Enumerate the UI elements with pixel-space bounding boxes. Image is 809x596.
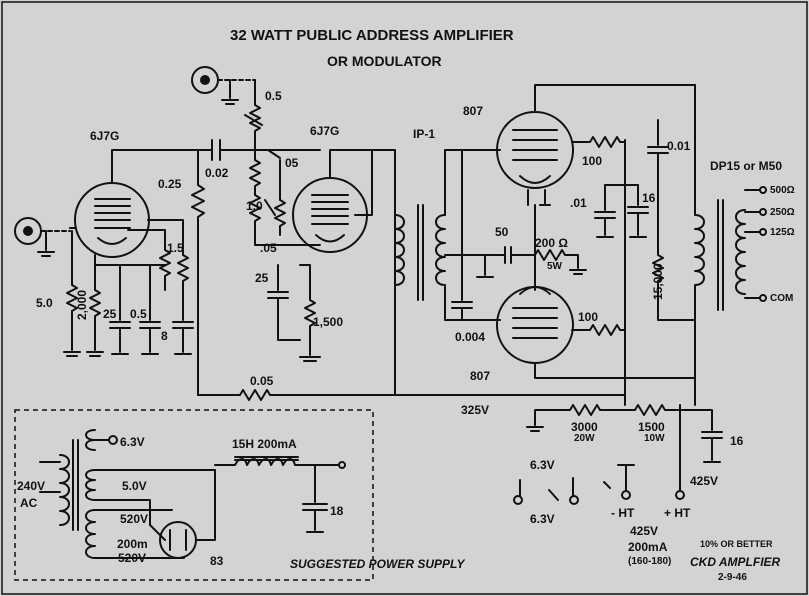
label-r-1500: 1,500	[313, 315, 344, 329]
label-r-0-25: 0.25	[158, 177, 182, 191]
cathode-bias-network	[499, 204, 587, 291]
label-r-05: 05	[285, 156, 299, 170]
power-transformer	[39, 429, 216, 559]
label-r-3000-watt: 20W	[574, 433, 595, 444]
label-c-18: 18	[330, 504, 344, 518]
label-ps-range: (160-180)	[628, 556, 672, 567]
label-425v-a: 425V	[690, 474, 719, 488]
label-r-200: 200 Ω	[535, 236, 568, 250]
rectifier-83	[149, 509, 197, 559]
tube-label-v3: 807	[463, 104, 484, 118]
label-pot-0-5: 0.5	[265, 89, 282, 103]
tube-6j7g-1	[69, 149, 206, 258]
label-240v: 240V	[17, 479, 46, 493]
label-c-16b: 16	[730, 434, 744, 448]
label-ht-neg: - HT	[611, 506, 635, 520]
filter-choke	[195, 456, 346, 541]
b-plus-rail	[197, 389, 723, 500]
label-ps-200ma: 200mA	[628, 540, 668, 554]
label-heater-6-3-b: 6.3V	[530, 512, 555, 526]
label-r-1-5: 1.5	[167, 241, 184, 255]
label-tap-250: 250Ω	[770, 207, 795, 218]
screen-caps	[594, 139, 649, 396]
label-tap-125: 125Ω	[770, 227, 795, 238]
tube-label-rect: 83	[210, 554, 224, 568]
label-ckd-amplifier: CKD AMPLFIER	[690, 555, 781, 569]
label-r-2000: 2,000	[75, 289, 89, 320]
label-r-3000: 3000	[571, 420, 598, 434]
label-tap-500: 500Ω	[770, 185, 795, 196]
label-ac: AC	[20, 496, 38, 510]
diagram-title: 32 WATT PUBLIC ADDRESS AMPLIFIER	[230, 27, 514, 44]
label-r-05c: .05	[260, 241, 277, 255]
tube-807-2	[496, 286, 696, 379]
label-pt-5-0v: 5.0V	[122, 479, 147, 493]
cap-0-02	[204, 139, 321, 161]
label-c-0-01b: 0.01	[667, 139, 691, 153]
heater-terminals	[513, 464, 635, 505]
label-r-1-0: 1.0	[246, 199, 263, 213]
label-ip-1: IP-1	[413, 127, 436, 141]
label-r-5w: 5W	[547, 261, 562, 272]
resistor-0-25	[191, 149, 205, 396]
label-output-transformer: DP15 or M50	[710, 159, 783, 173]
label-r-100b: 100	[578, 310, 599, 324]
label-r-5-0: 5.0	[36, 296, 53, 310]
label-date: 2-9-46	[718, 572, 747, 583]
label-c-0-004: 0.004	[455, 330, 486, 344]
label-heater-6-3-a: 6.3V	[530, 458, 555, 472]
label-pt-520b: 520V	[118, 551, 147, 565]
tube-label-v1: 6J7G	[90, 129, 120, 143]
label-b-325v: 325V	[461, 403, 490, 417]
label-c-16a: 16	[642, 191, 656, 205]
tube-label-v2: 6J7G	[310, 124, 340, 138]
transformer-ip-1	[394, 149, 501, 321]
label-ps-425: 425V	[630, 524, 659, 538]
label-c-8: 8	[161, 329, 168, 343]
label-tolerance: 10% OR BETTER	[700, 539, 773, 549]
label-c-0-5: 0.5	[130, 307, 147, 321]
label-r-100a: 100	[582, 154, 603, 168]
tube-label-v4: 807	[470, 369, 491, 383]
volume-pot	[244, 79, 321, 246]
label-tap-com: COM	[770, 293, 794, 304]
label-choke: 15H 200mA	[232, 437, 297, 451]
input-jack-1	[14, 217, 71, 257]
power-supply-box	[14, 409, 374, 581]
diagram-subtitle: OR MODULATOR	[327, 53, 442, 69]
label-r-15000: 15,000	[651, 263, 665, 300]
tube-807-1	[496, 84, 696, 206]
label-c-25b: 25	[255, 271, 269, 285]
input-jack-2	[191, 66, 256, 105]
label-pt-520a: 520V	[120, 512, 149, 526]
label-cap-0-02: 0.02	[205, 166, 229, 180]
output-transformer	[647, 84, 767, 406]
label-pt-200m: 200m	[117, 537, 148, 551]
label-c-25a: 25	[103, 307, 117, 321]
label-ht-pos: + HT	[664, 506, 691, 520]
label-fb-0-05: 0.05	[250, 374, 274, 388]
label-pt-6-3v: 6.3V	[120, 435, 145, 449]
label-c-50: 50	[495, 225, 509, 239]
tube-6j7g-2	[267, 149, 396, 396]
stage1-cathode-network	[63, 219, 194, 357]
label-r-1500b: 1500	[638, 420, 665, 434]
label-power-supply-title: SUGGESTED POWER SUPPLY	[290, 557, 465, 571]
label-r-1500-watt: 10W	[644, 433, 665, 444]
label-c-01a: .01	[570, 196, 587, 210]
